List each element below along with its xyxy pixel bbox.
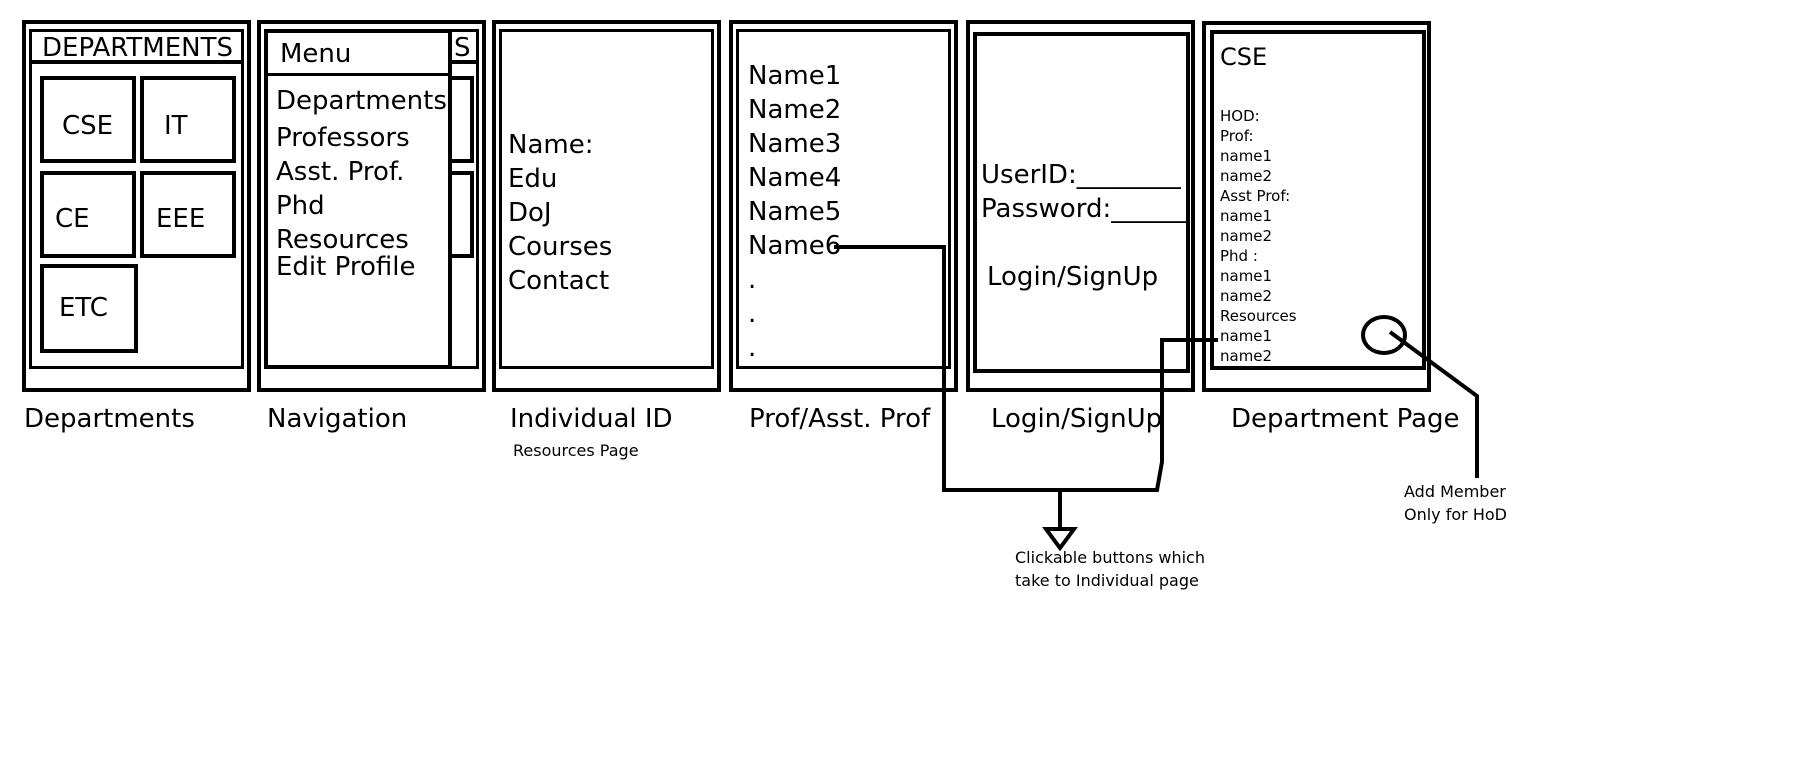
menu-item-edit-profile[interactable]: Edit Profile <box>276 252 416 282</box>
prof-name-list: Name1 Name2 Name3 Name4 Name5 Name6 . . … <box>748 59 841 365</box>
line-phd: Phd : <box>1220 247 1258 265</box>
navigation-behind-fragment: S <box>454 33 471 63</box>
line-prof: Prof: <box>1220 127 1254 145</box>
menu-item-professors[interactable]: Professors <box>276 123 410 153</box>
tile-cse-label: CSE <box>62 111 114 141</box>
tile-eee[interactable] <box>140 171 236 258</box>
department-page-panel <box>1202 21 1431 392</box>
navigation-behind-tile-1 <box>449 76 474 163</box>
line-asst-name2[interactable]: name2 <box>1220 227 1273 245</box>
line-asst-prof: Asst Prof: <box>1220 187 1291 205</box>
tile-etc-label: ETC <box>59 293 108 323</box>
clickable-note: Clickable buttons which take to Individu… <box>1015 548 1205 590</box>
prof-name-1[interactable]: Name1 <box>748 61 842 91</box>
login-panel <box>966 20 1195 392</box>
name6-connector <box>834 245 1062 527</box>
field-name: Name: <box>508 130 594 160</box>
menu-item-resources[interactable]: Resources <box>276 225 409 255</box>
line-phd-name2[interactable]: name2 <box>1220 287 1273 305</box>
prof-ellipsis-1: . <box>748 265 757 295</box>
line-hod: HOD: <box>1220 107 1260 125</box>
departments-header-divider <box>29 60 244 64</box>
userid-field[interactable]: UserID:________ <box>981 160 1181 190</box>
menu-item-asst-prof[interactable]: Asst. Prof. <box>276 157 405 187</box>
line-res-name1[interactable]: name1 <box>1220 327 1273 345</box>
resources-connector <box>1060 338 1218 492</box>
prof-caption: Prof/Asst. Prof <box>749 404 931 434</box>
line-resources: Resources <box>1220 307 1297 325</box>
tile-cse[interactable] <box>40 76 136 163</box>
department-page-inner-frame <box>1210 30 1426 370</box>
line-prof-name1[interactable]: name1 <box>1220 147 1273 165</box>
individual-subcaption: Resources Page <box>513 441 639 460</box>
menu-items: Departments Professors Asst. Prof. Phd R… <box>276 82 447 285</box>
line-phd-name1[interactable]: name1 <box>1220 267 1273 285</box>
menu-title-divider <box>264 73 452 76</box>
add-member-button[interactable] <box>1361 315 1407 355</box>
field-courses: Courses <box>508 232 613 262</box>
line-prof-name2[interactable]: name2 <box>1220 167 1273 185</box>
add-member-note: Add Member Only for HoD <box>1404 482 1507 524</box>
individual-inner-frame <box>499 29 714 369</box>
menu-item-departments[interactable]: Departments <box>276 86 447 116</box>
prof-ellipsis-2: . <box>748 299 757 329</box>
navigation-behind-divider <box>449 60 479 64</box>
prof-ellipsis-3: . <box>748 333 757 363</box>
navigation-behind-tile-2 <box>449 171 474 258</box>
line-asst-name1[interactable]: name1 <box>1220 207 1273 225</box>
field-contact: Contact <box>508 266 610 296</box>
tile-ce-label: CE <box>55 204 90 234</box>
department-page-title: CSE <box>1220 43 1268 71</box>
prof-name-4[interactable]: Name4 <box>748 163 842 193</box>
prof-inner-frame <box>736 29 951 369</box>
line-res-name2[interactable]: name2 <box>1220 347 1273 365</box>
tile-it-label: IT <box>164 111 188 141</box>
navigation-caption: Navigation <box>267 404 408 434</box>
individual-caption: Individual ID <box>510 404 673 434</box>
tile-ce[interactable] <box>40 171 136 258</box>
prof-panel <box>729 20 958 392</box>
tile-etc[interactable] <box>40 264 138 353</box>
field-doj: DoJ <box>508 198 552 228</box>
departments-panel <box>22 20 251 392</box>
field-edu: Edu <box>508 164 558 194</box>
individual-panel <box>492 20 721 392</box>
add-member-connector <box>1388 330 1479 478</box>
menu-drawer <box>264 29 452 369</box>
login-caption: Login/SignUp <box>991 404 1163 434</box>
prof-name-3[interactable]: Name3 <box>748 129 842 159</box>
tile-eee-label: EEE <box>156 204 206 234</box>
navigation-panel <box>257 20 486 392</box>
menu-title: Menu <box>280 39 352 69</box>
departments-caption: Departments <box>24 404 195 434</box>
clickable-arrow-icon <box>1042 527 1078 552</box>
prof-name-5[interactable]: Name5 <box>748 197 842 227</box>
departments-inner-frame <box>29 29 244 369</box>
menu-item-phd[interactable]: Phd <box>276 191 325 221</box>
individual-fields: Name: Edu DoJ Courses Contact <box>508 128 612 298</box>
prof-name-6[interactable]: Name6 <box>748 231 842 261</box>
department-page-lines: HOD: Prof: name1 name2 Asst Prof: name1 … <box>1220 106 1297 366</box>
login-inner-frame <box>973 32 1190 373</box>
prof-name-2[interactable]: Name2 <box>748 95 842 125</box>
password-field[interactable]: Password:______ <box>981 194 1190 224</box>
tile-it[interactable] <box>140 76 236 163</box>
department-page-caption: Department Page <box>1231 404 1460 434</box>
departments-header: DEPARTMENTS <box>42 33 234 63</box>
login-signup-button[interactable]: Login/SignUp <box>987 262 1159 292</box>
